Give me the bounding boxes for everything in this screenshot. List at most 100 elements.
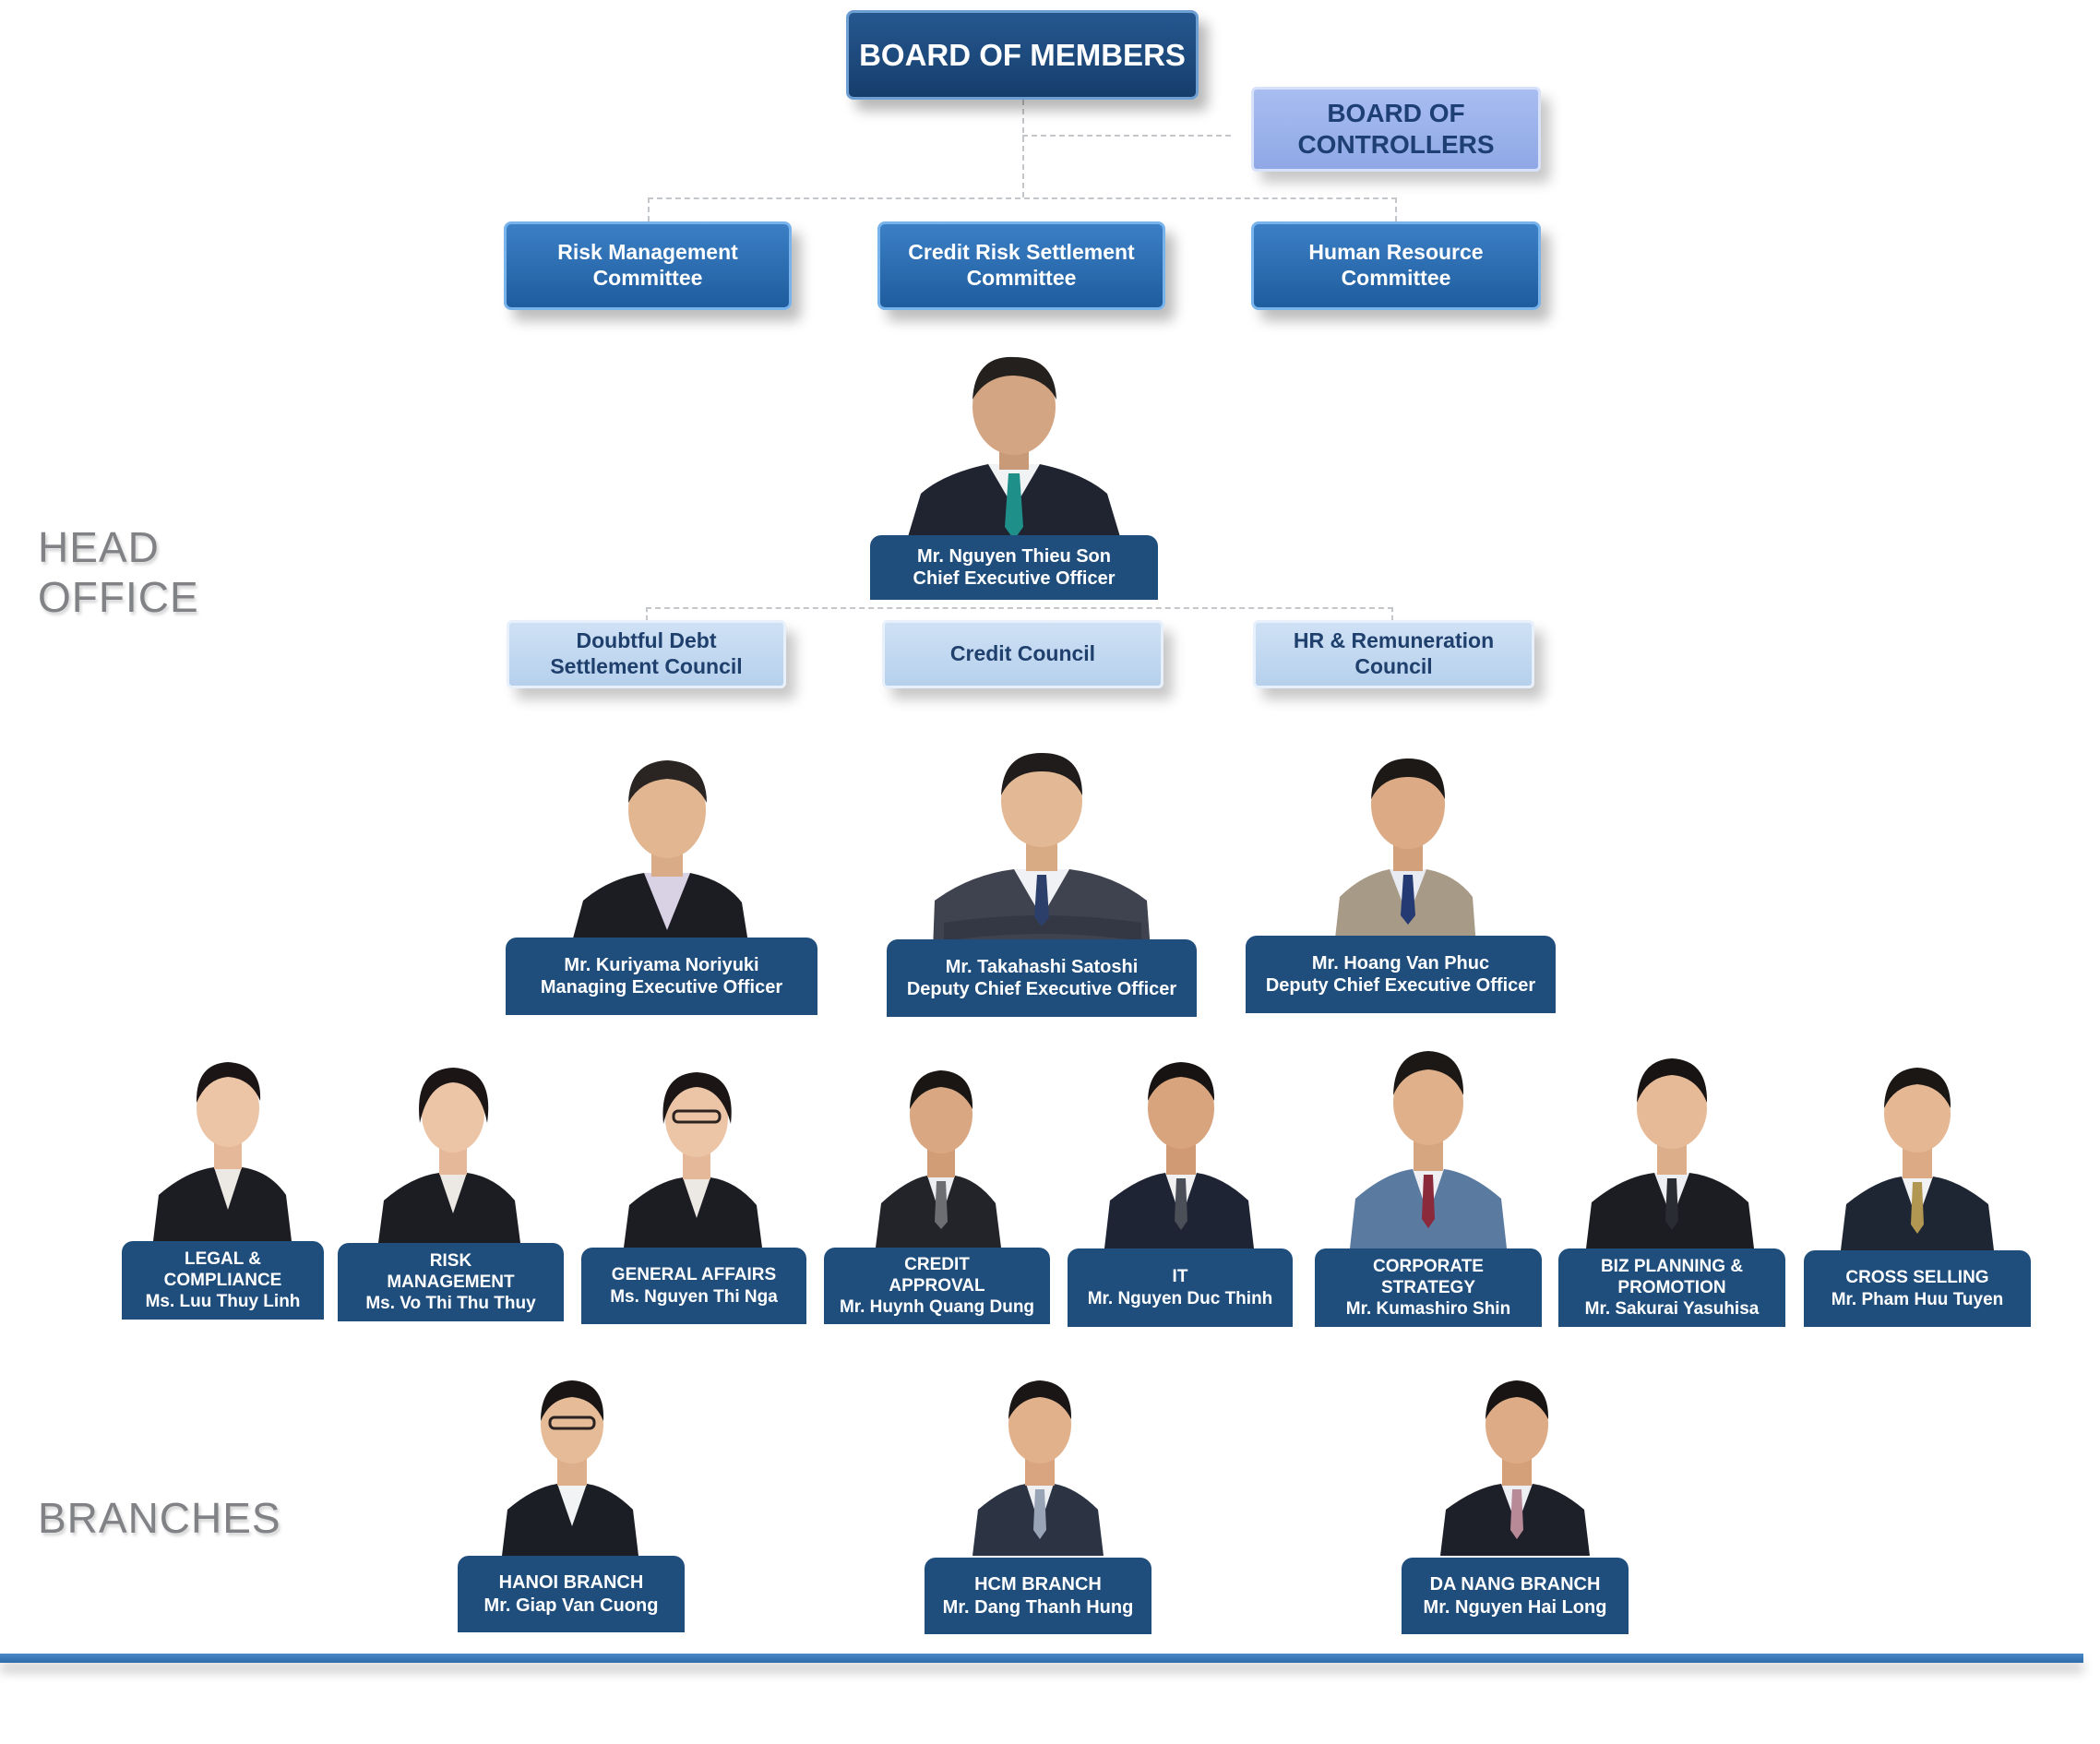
ceo-tag: Mr. Nguyen Thieu Son Chief Executive Off… (870, 535, 1158, 600)
council-credit: Credit Council (882, 620, 1163, 688)
branch-card: HCM BRANCH Mr. Dang Thanh Hung (925, 1375, 1151, 1634)
department-label: IT (1172, 1267, 1188, 1287)
executive-title: Deputy Chief Executive Officer (906, 979, 1177, 999)
branch-label: HCM BRANCH (974, 1574, 1102, 1595)
branch-tag: HANOI BRANCH Mr. Giap Van Cuong (458, 1556, 685, 1632)
executive-name: Mr. Hoang Van Phuc (1311, 952, 1490, 974)
branch-portrait (972, 1380, 1104, 1556)
department-tag: RISK MANAGEMENT Ms. Vo Thi Thu Thuy (338, 1243, 564, 1321)
council-doubtful-debt: Doubtful Debt Settlement Council (507, 620, 786, 688)
branch-card: HANOI BRANCH Mr. Giap Van Cuong (458, 1375, 685, 1632)
executive-card: Mr. Kuriyama Noriyuki Managing Executive… (506, 746, 817, 1015)
executive-portrait (570, 760, 749, 949)
board-of-controllers-box: BOARD OF CONTROLLERS (1251, 87, 1541, 172)
department-portrait (624, 1072, 762, 1248)
executive-card: Mr. Takahashi Satoshi Deputy Chief Execu… (887, 746, 1197, 1017)
department-tag: IT Mr. Nguyen Duc Thinh (1068, 1248, 1293, 1327)
department-label: CROSS SELLING (1845, 1268, 1989, 1288)
branch-tag: DA NANG BRANCH Mr. Nguyen Hai Long (1402, 1558, 1629, 1634)
department-portrait (1841, 1068, 1994, 1250)
executive-tag: Mr. Hoang Van Phuc Deputy Chief Executiv… (1246, 936, 1556, 1013)
committee-label: Human Resource Committee (1308, 240, 1484, 290)
department-card: CROSS SELLING Mr. Pham Huu Tuyen (1804, 1057, 2031, 1327)
department-head: Ms. Luu Thuy Linh (145, 1292, 301, 1312)
committee-risk-management: Risk Management Committee (504, 221, 792, 310)
council-label: HR & Remuneration Council (1293, 628, 1495, 678)
board-of-members-box: BOARD OF MEMBERS (846, 10, 1199, 100)
committee-label: Credit Risk Settlement Committee (908, 240, 1135, 290)
department-head: Mr. Sakurai Yasuhisa (1584, 1299, 1760, 1320)
department-head: Mr. Nguyen Duc Thinh (1087, 1288, 1273, 1308)
ceo-title: Chief Executive Officer (913, 568, 1116, 589)
department-tag: GENERAL AFFAIRS Ms. Nguyen Thi Nga (581, 1248, 806, 1324)
department-label: RISK MANAGEMENT (387, 1250, 515, 1292)
executive-title: Managing Executive Officer (540, 977, 783, 997)
department-card: LEGAL & COMPLIANCE Ms. Luu Thuy Linh (122, 1047, 324, 1320)
board-of-controllers-label: BOARD OF CONTROLLERS (1297, 99, 1495, 159)
department-card: BIZ PLANNING & PROMOTION Mr. Sakurai Yas… (1558, 1047, 1785, 1327)
ceo-name: Mr. Nguyen Thieu Son (916, 545, 1111, 567)
ceo-card: Mr. Nguyen Thieu Son Chief Executive Off… (870, 346, 1158, 600)
executive-name: Mr. Kuriyama Noriyuki (564, 954, 759, 975)
committee-human-resource: Human Resource Committee (1251, 221, 1541, 310)
branch-head: Mr. Nguyen Hai Long (1423, 1596, 1607, 1618)
head-office-label: HEAD OFFICE (38, 523, 199, 622)
ceo-portrait (907, 356, 1121, 540)
branch-head: Mr. Dang Thanh Hung (942, 1596, 1134, 1618)
department-head: Ms. Vo Thi Thu Thuy (365, 1294, 536, 1314)
branch-portrait (502, 1380, 638, 1556)
department-label: LEGAL & COMPLIANCE (163, 1248, 282, 1290)
council-label: Doubtful Debt Settlement Council (550, 628, 743, 678)
connector-council-right (1391, 607, 1393, 620)
department-tag: LEGAL & COMPLIANCE Ms. Luu Thuy Linh (122, 1241, 324, 1320)
department-portrait (1104, 1062, 1254, 1248)
connector-committee-left (648, 197, 650, 221)
executive-tag: Mr. Kuriyama Noriyuki Managing Executive… (506, 938, 817, 1015)
department-tag: CROSS SELLING Mr. Pham Huu Tuyen (1804, 1250, 2031, 1327)
department-head: Mr. Pham Huu Tuyen (1831, 1289, 2004, 1309)
executive-tag: Mr. Takahashi Satoshi Deputy Chief Execu… (887, 939, 1197, 1017)
department-card: CORPORATE STRATEGY Mr. Kumashiro Shin (1315, 1038, 1542, 1327)
branch-tag: HCM BRANCH Mr. Dang Thanh Hung (925, 1558, 1151, 1634)
department-label: CORPORATE STRATEGY (1373, 1256, 1484, 1297)
department-head: Mr. Huynh Quang Dung (839, 1297, 1035, 1318)
executive-portrait (1334, 759, 1476, 947)
connector-board-trunk (1022, 100, 1024, 197)
executive-portrait (933, 753, 1151, 950)
department-card: IT Mr. Nguyen Duc Thinh (1068, 1047, 1293, 1327)
department-portrait (153, 1062, 292, 1241)
department-head: Ms. Nguyen Thi Nga (610, 1286, 778, 1307)
department-portrait (1586, 1058, 1754, 1248)
branch-card: DA NANG BRANCH Mr. Nguyen Hai Long (1402, 1375, 1629, 1634)
committee-credit-risk-settlement: Credit Risk Settlement Committee (877, 221, 1165, 310)
department-card: CREDIT APPROVAL Mr. Huynh Quang Dung (824, 1052, 1050, 1324)
branch-label: DA NANG BRANCH (1429, 1574, 1601, 1595)
council-hr-remuneration: HR & Remuneration Council (1253, 620, 1534, 688)
department-label: BIZ PLANNING & PROMOTION (1600, 1256, 1744, 1297)
department-card: RISK MANAGEMENT Ms. Vo Thi Thu Thuy (338, 1057, 564, 1321)
department-tag: CREDIT APPROVAL Mr. Huynh Quang Dung (824, 1248, 1050, 1324)
executive-name: Mr. Takahashi Satoshi (945, 956, 1139, 977)
connector-committees-bar (648, 197, 1397, 199)
department-portrait (1350, 1051, 1507, 1248)
executive-card: Mr. Hoang Van Phuc Deputy Chief Executiv… (1246, 746, 1556, 1013)
department-portrait (378, 1068, 520, 1243)
department-tag: CORPORATE STRATEGY Mr. Kumashiro Shin (1315, 1248, 1542, 1327)
department-portrait (876, 1070, 1001, 1248)
department-card: GENERAL AFFAIRS Ms. Nguyen Thi Nga (581, 1061, 806, 1324)
council-label: Credit Council (949, 641, 1096, 666)
connector-councils-bar (646, 607, 1393, 609)
department-label: GENERAL AFFAIRS (611, 1265, 777, 1285)
branch-head: Mr. Giap Van Cuong (483, 1595, 659, 1616)
executive-title: Deputy Chief Executive Officer (1265, 975, 1536, 996)
committee-label: Risk Management Committee (557, 240, 738, 290)
branches-label: BRANCHES (38, 1494, 281, 1542)
department-head: Mr. Kumashiro Shin (1345, 1299, 1511, 1320)
board-of-members-label: BOARD OF MEMBERS (859, 37, 1186, 72)
connector-committee-right (1395, 197, 1397, 221)
footer-rule (0, 1654, 2083, 1663)
branch-portrait (1440, 1380, 1590, 1556)
connector-board-controllers (1022, 135, 1231, 137)
connector-council-left (646, 607, 648, 620)
branch-label: HANOI BRANCH (498, 1572, 644, 1594)
